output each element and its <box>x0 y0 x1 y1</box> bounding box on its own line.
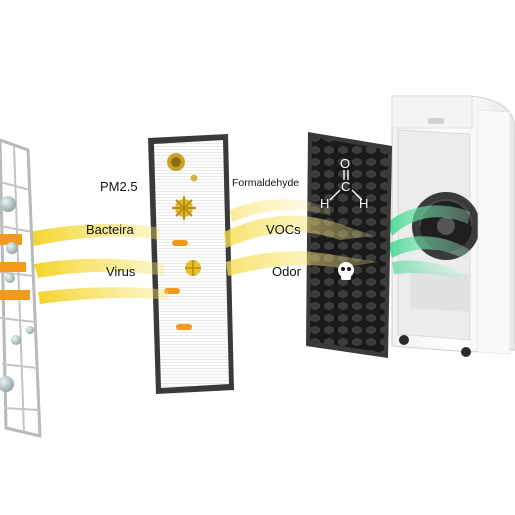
label-formaldehyde: Formaldehyde <box>232 177 300 189</box>
captured-particle <box>176 324 192 330</box>
label-pm25: PM2.5 <box>100 179 138 194</box>
label-odor: Odor <box>272 264 301 279</box>
skull-icon <box>338 262 354 280</box>
molecule-atom-left: H <box>320 196 329 211</box>
molecule-atom-top: O <box>340 156 350 171</box>
pre-filter-mesh <box>0 138 42 438</box>
label-bacteria: Bacteira <box>86 222 134 237</box>
formaldehyde-molecule: O C H H <box>320 156 368 211</box>
label-virus: Virus <box>106 264 136 279</box>
molecule-atom-right: H <box>359 196 368 211</box>
captured-particle <box>172 240 188 246</box>
carbon-filter <box>306 132 392 358</box>
hepa-filter <box>148 134 234 394</box>
bacteria-particle-icon <box>172 196 196 220</box>
airflow-streams <box>30 199 378 304</box>
virus-particle-icon <box>185 260 201 276</box>
molecule-atom-center: C <box>341 179 350 194</box>
label-vocs: VOCs <box>266 222 301 237</box>
clean-air-streams <box>388 205 470 282</box>
pm25-particle-icon <box>167 153 198 182</box>
purifier-unit <box>391 95 515 357</box>
